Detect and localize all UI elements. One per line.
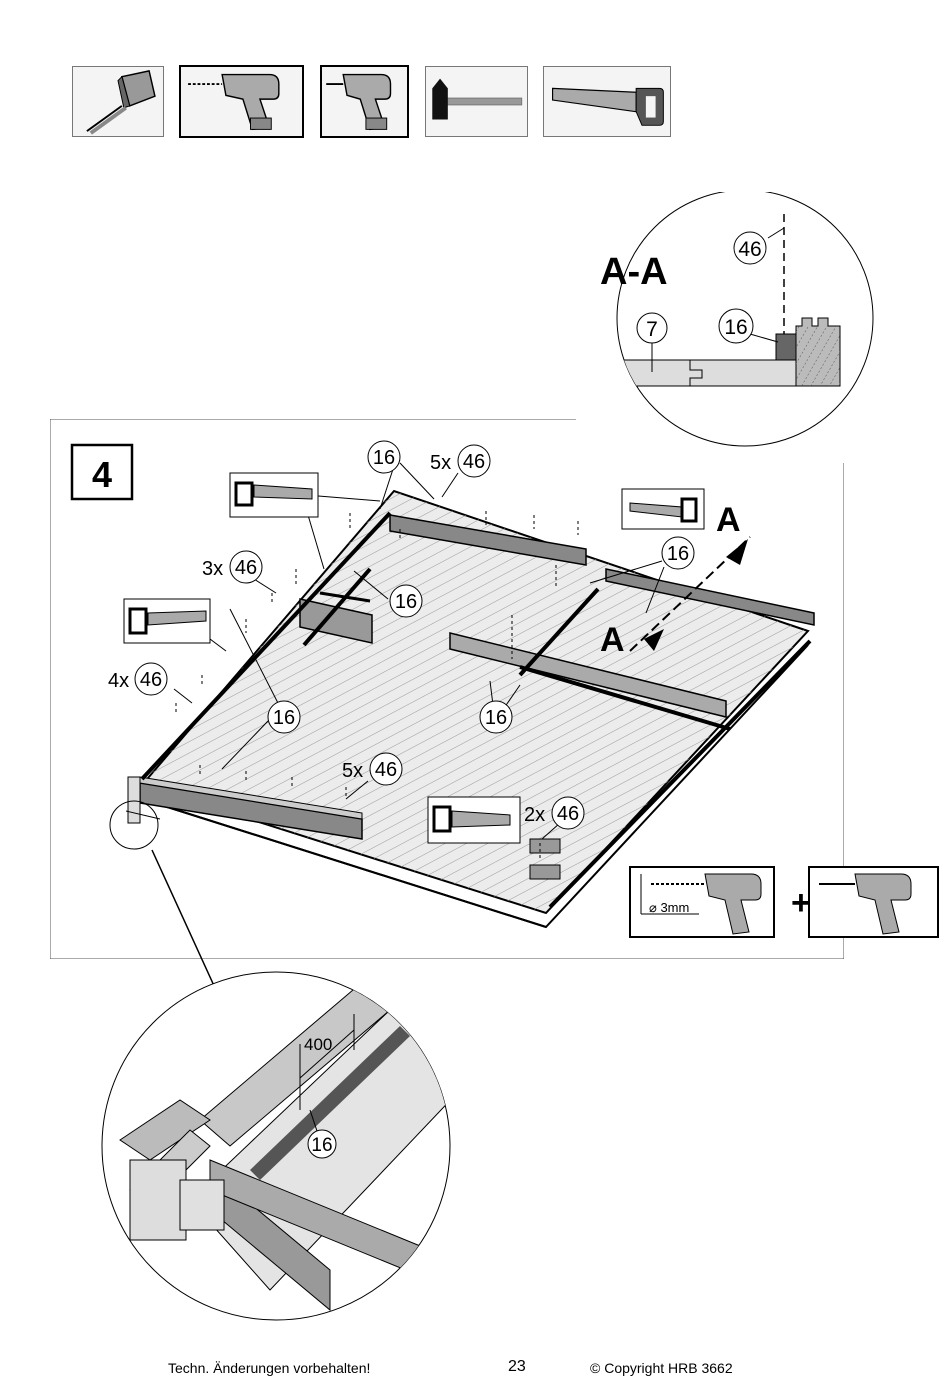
step-4-panel: 4 [50,419,844,959]
callout-4x-prefix: 4x [108,670,129,692]
callout-46: 46 [235,557,257,579]
callout-16: 16 [667,543,689,565]
saw-icon [123,598,211,644]
screwdriver-drill-icon [326,73,392,131]
back-beam [389,514,587,566]
callout-2x-prefix: 2x [524,804,545,826]
callout-16: 16 [273,707,295,729]
drill-tool [179,65,304,138]
label-16: 16 [311,1135,332,1156]
section-aa-title: A-A [600,251,668,293]
drill-instruction: ⌀ 3mm + [629,866,939,938]
label-7: 7 [646,318,658,341]
saw-icon [229,472,319,518]
section-aa-detail: A-A 46 7 16 [600,192,874,447]
section-marker-a: A [600,621,625,659]
label-46: 46 [738,238,761,261]
saw-icon [427,796,521,844]
tape-measure-tool [72,66,164,137]
label-16: 16 [724,316,747,339]
footer-notice: Techn. Änderungen vorbehalten! [168,1360,371,1376]
hammer-icon [432,78,523,120]
callout-46: 46 [140,669,162,691]
callout-3x-prefix: 3x [202,558,223,580]
callout-16: 16 [395,591,417,613]
middle-beam [449,632,727,718]
drill-icon [188,73,280,131]
saw-icon [621,488,705,530]
callout-46: 46 [463,451,485,473]
tape-measure-icon [86,70,156,135]
callout-16: 16 [485,707,507,729]
corner-zoom-detail: 400 16 [101,971,451,1321]
callout-46: 46 [375,759,397,781]
callout-46: 46 [557,803,579,825]
callout-5x-prefix: 5x [342,760,363,782]
dimension-400: 400 [304,1035,332,1054]
saw-icon [551,87,664,126]
drill-diameter: ⌀ 3mm [649,900,689,915]
step-number: 4 [92,454,112,495]
callout-5x-prefix: 5x [430,452,451,474]
footer-copyright: © Copyright HRB 3662 [590,1360,733,1376]
callout-16: 16 [373,447,395,469]
section-marker-a: A [716,501,741,539]
saw-tool [543,66,671,137]
screwdriver-drill-tool [320,65,409,138]
hammer-tool [425,66,528,137]
plus-sign: + [791,884,811,922]
page-number: 23 [508,1358,526,1375]
